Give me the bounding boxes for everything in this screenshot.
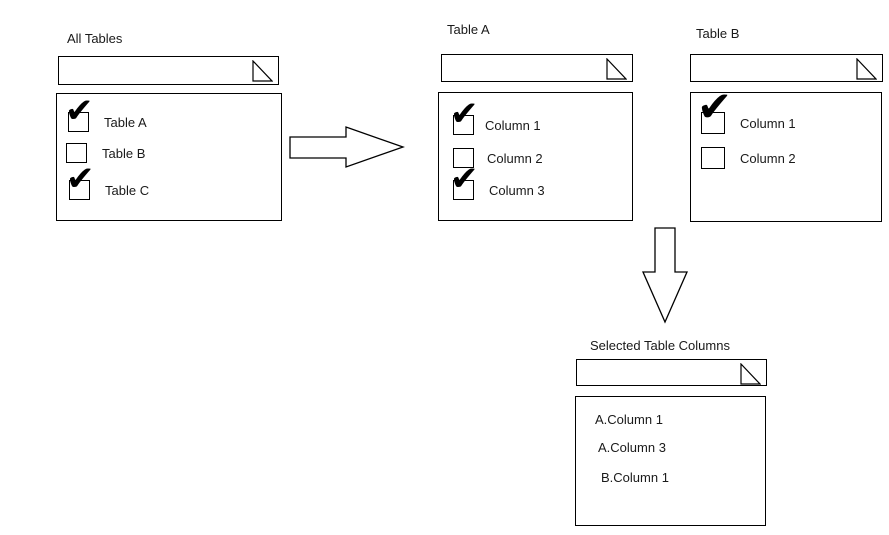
all-tables-list: ✔ Table A ✔ Table B ✔ Table C [56,93,282,221]
all-tables-search-input[interactable] [59,57,278,84]
row-column-1[interactable]: ✔ Column 1 [450,97,541,136]
corner-triangle-icon [252,60,273,82]
checkbox-column-2[interactable]: ✔ [453,148,474,168]
selected-columns-search-box [576,359,767,386]
table-b-search-box [690,54,883,82]
table-b-list: ✔ Column 1 ✔ Column 2 [690,86,882,222]
list-item[interactable]: B.Column 1 [601,470,669,485]
checkbox-table-c[interactable]: ✔ [66,162,95,200]
row-label: Table B [102,145,146,161]
row-label: Column 3 [489,182,545,198]
checkbox-column-3[interactable]: ✔ [450,162,479,200]
row-column-3[interactable]: ✔ Column 3 [450,162,545,201]
row-table-a[interactable]: ✔ Table A [65,94,147,133]
checkbox-column-1[interactable]: ✔ [697,86,732,134]
checkbox-table-b[interactable]: ✔ [66,143,87,163]
selected-columns-list: A.Column 1 A.Column 3 B.Column 1 [575,396,766,526]
corner-triangle-icon [740,363,761,385]
row-label: Column 2 [487,150,543,166]
table-a-list: ✔ Column 1 ✔ Column 2 ✔ Column 3 [438,92,633,221]
table-b-title: Table B [696,26,740,41]
selected-columns-search-input[interactable] [577,360,766,385]
row-label: Column 1 [740,115,796,131]
row-label: Table A [104,114,147,130]
table-a-search-input[interactable] [442,55,632,81]
check-mark-icon: ✔ [697,82,733,131]
all-tables-title: All Tables [67,31,123,46]
checkbox-column-1[interactable]: ✔ [450,97,479,135]
checkbox-table-a[interactable]: ✔ [65,94,94,132]
check-mark-icon: ✔ [65,91,94,131]
row-label: Column 2 [740,150,796,166]
down-arrow-icon [642,227,688,324]
right-arrow-icon [289,126,405,168]
row-table-b[interactable]: ✔ Table B [66,142,145,164]
table-b-search-input[interactable] [691,55,882,81]
checkbox-column-2[interactable]: ✔ [701,147,725,169]
row-column-2[interactable]: ✔ Column 2 [701,147,796,169]
row-label: Column 1 [485,117,541,133]
selected-columns-title: Selected Table Columns [590,338,730,353]
all-tables-search-box [58,56,279,85]
corner-triangle-icon [606,58,627,80]
check-mark-icon: ✔ [450,94,479,134]
list-item[interactable]: A.Column 3 [598,440,666,455]
check-mark-icon: ✔ [66,159,95,199]
row-column-2[interactable]: ✔ Column 2 [453,147,543,169]
list-item[interactable]: A.Column 1 [595,412,663,427]
row-table-c[interactable]: ✔ Table C [66,162,150,201]
table-a-title: Table A [447,22,490,37]
corner-triangle-icon [856,58,877,80]
row-label: Table C [105,182,150,198]
table-a-search-box [441,54,633,82]
row-column-1[interactable]: ✔ Column 1 [697,86,796,134]
